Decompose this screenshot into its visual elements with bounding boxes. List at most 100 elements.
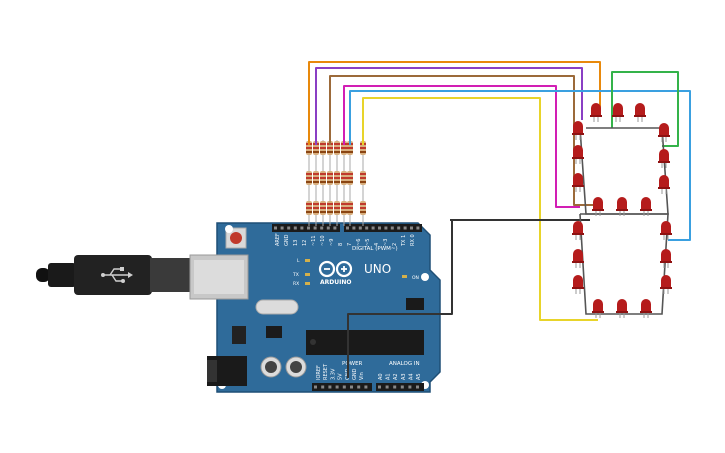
resistor[interactable] — [320, 141, 326, 155]
digital-pin-label: 13 — [293, 240, 299, 246]
board-brand: ARDUINO — [320, 279, 351, 286]
arduino-board[interactable]: UNO ARDUINO DIGITAL (PWM~) POWER ANALOG … — [189, 222, 441, 393]
analog-pin-label: A5 — [416, 373, 422, 380]
power-pin-label: 3.3V — [330, 368, 336, 380]
wire-blue[interactable] — [349, 90, 691, 241]
led[interactable] — [660, 275, 672, 294]
resistor[interactable] — [313, 171, 319, 185]
resistor[interactable] — [341, 201, 347, 215]
wire-yellow[interactable] — [362, 97, 598, 321]
resistor[interactable] — [347, 171, 353, 185]
wires — [308, 61, 691, 378]
led[interactable] — [640, 197, 652, 216]
wire-green[interactable] — [611, 71, 679, 147]
digital-pin-label: ~9 — [329, 239, 335, 246]
analog-pin-label: A2 — [393, 373, 399, 380]
led[interactable] — [572, 275, 584, 294]
regulator — [232, 326, 246, 344]
digital-header-left[interactable] — [272, 224, 340, 232]
digital-pin-label: 12 — [302, 240, 308, 246]
resistor[interactable] — [334, 171, 340, 185]
digital-pin-label: ~5 — [365, 239, 371, 246]
resistor[interactable] — [320, 201, 326, 215]
digital-pin-label: 7 — [347, 243, 353, 246]
digital-pin-label: GND — [284, 234, 290, 246]
power-pin-label: 5V — [338, 373, 344, 380]
analog-pin-label: A3 — [401, 373, 407, 380]
pin-holes — [274, 226, 420, 389]
digital-pin-label: 8 — [338, 243, 344, 246]
power-label: POWER — [342, 361, 363, 367]
resistor[interactable] — [341, 171, 347, 185]
digital-pin-label: ~3 — [383, 239, 389, 246]
resistor[interactable] — [334, 201, 340, 215]
resistor[interactable] — [334, 141, 340, 155]
analog-label: ANALOG IN — [389, 361, 420, 367]
digital-pin-label: AREF — [275, 233, 281, 246]
digital-pin-label: 4 — [374, 243, 380, 246]
resistor[interactable] — [327, 171, 333, 185]
led[interactable] — [658, 149, 670, 168]
digital-pin-label: ~11 — [311, 235, 317, 246]
board-name: UNO — [364, 262, 391, 276]
power-pin-label: GND — [352, 368, 358, 380]
resistor[interactable] — [306, 171, 312, 185]
led[interactable] — [634, 103, 646, 122]
led[interactable] — [572, 121, 584, 140]
power-header[interactable] — [312, 383, 372, 391]
led-label-rx: RX — [293, 281, 299, 287]
crystal — [255, 299, 299, 315]
power-pin-label: RESET — [323, 363, 329, 380]
reset-button-icon[interactable] — [225, 227, 247, 249]
led[interactable] — [616, 299, 628, 318]
atmega-chip — [306, 330, 424, 355]
resistor[interactable] — [327, 201, 333, 215]
led[interactable] — [590, 103, 602, 122]
digital-pin-label: RX 0 — [410, 234, 416, 246]
capacitors — [260, 356, 307, 378]
resistor[interactable] — [320, 171, 326, 185]
led[interactable] — [658, 175, 670, 194]
wire-orange[interactable] — [308, 61, 601, 145]
wire-purple[interactable] — [315, 67, 583, 145]
led[interactable] — [572, 173, 584, 192]
analog-header[interactable] — [376, 383, 424, 391]
led[interactable] — [572, 249, 584, 268]
led[interactable] — [616, 197, 628, 216]
led[interactable] — [658, 123, 670, 142]
led[interactable] — [572, 221, 584, 240]
digital-pin-label: ~6 — [356, 239, 362, 246]
resistor[interactable] — [360, 201, 366, 215]
resistor[interactable] — [347, 201, 353, 215]
resistor[interactable] — [313, 201, 319, 215]
analog-pin-label: A4 — [408, 373, 414, 380]
digital-header-label: DIGITAL (PWM~) — [352, 246, 398, 252]
digital-pin-label: TX 1 — [401, 235, 407, 247]
power-pin-label: Vin — [359, 372, 365, 380]
arduino-logo-icon — [318, 260, 353, 278]
usb-cable-icon[interactable] — [36, 255, 190, 295]
led[interactable] — [592, 299, 604, 318]
resistor[interactable] — [306, 201, 312, 215]
analog-pin-label: A0 — [378, 373, 384, 380]
wire-magenta[interactable] — [343, 85, 580, 208]
led[interactable] — [592, 197, 604, 216]
led[interactable] — [660, 249, 672, 268]
led[interactable] — [640, 299, 652, 318]
led[interactable] — [660, 221, 672, 240]
led[interactable] — [612, 103, 624, 122]
wire-brown[interactable] — [329, 75, 596, 206]
power-jack-icon[interactable] — [207, 356, 247, 386]
resistor-array — [306, 140, 366, 226]
led[interactable] — [572, 145, 584, 164]
digital-pin-label: 2 — [392, 243, 398, 246]
digital-header-right[interactable] — [344, 224, 422, 232]
led-label-l: L — [297, 258, 300, 264]
analog-pin-label: A1 — [386, 373, 392, 380]
power-pin-label: IOREF — [316, 365, 322, 380]
resistor[interactable] — [360, 171, 366, 185]
digital-pin-label: ~10 — [320, 235, 326, 246]
